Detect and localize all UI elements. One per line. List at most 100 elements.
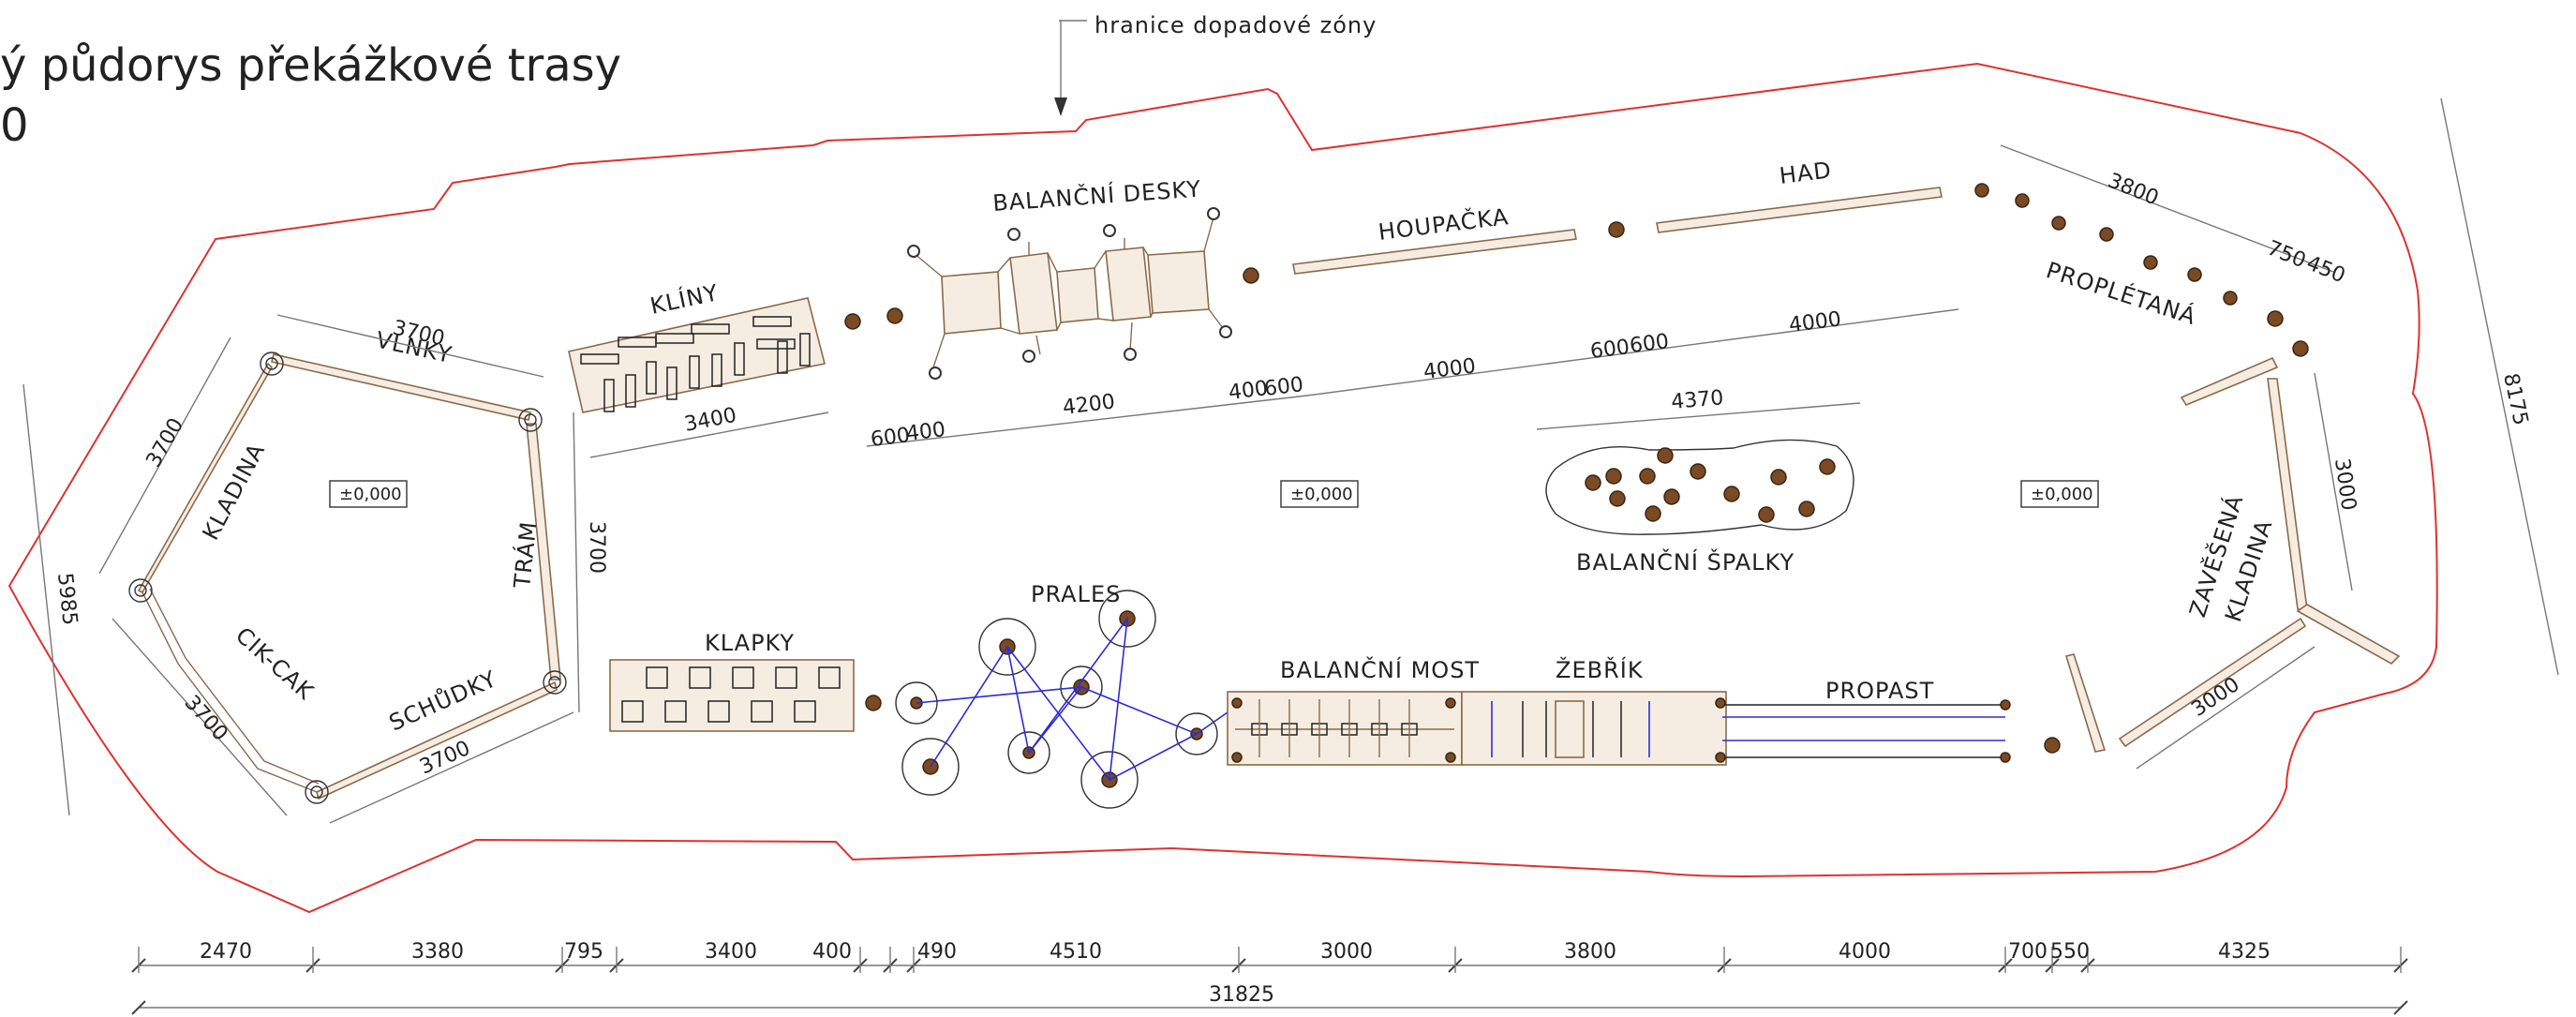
pentagon-corner-posts: [128, 351, 567, 804]
post: [1608, 221, 1625, 238]
chain-dimension-label: 490: [917, 940, 957, 964]
propast-station: [1715, 697, 2011, 763]
elevation-box-1: [329, 480, 408, 508]
dim-line-desky: [866, 395, 1308, 447]
dim-kliny: 3400: [682, 404, 738, 437]
dim-b600: 600: [1263, 373, 1305, 401]
dim-line-cikcak: [112, 618, 288, 816]
chain-dimension-label: 2470: [200, 940, 252, 964]
schudky-beam: [316, 680, 558, 800]
elevation-2: ±0,000: [1290, 485, 1353, 504]
dim-line-kliny: [589, 411, 829, 458]
balancni-most-station: [1227, 691, 1463, 766]
chain-dimension-label: 3380: [411, 940, 464, 964]
dim-line-propletana: [2000, 144, 2334, 273]
label-schudky: SCHŮDKY: [384, 664, 500, 736]
label-prales: PRALES: [1031, 581, 1121, 607]
label-kladina: KLADINA: [198, 439, 271, 545]
label-balancni-desky: BALANČNÍ DESKY: [991, 174, 1202, 217]
elevation-box-2: [1280, 480, 1359, 508]
dim-line-kladina: [98, 337, 231, 575]
chain-dimension-label: 550: [2050, 940, 2090, 964]
elevation-1: ±0,000: [339, 485, 402, 504]
spalky-area: [1545, 439, 1854, 535]
chain-dimension-label: 4325: [2218, 940, 2271, 964]
dim-d750: 750: [2264, 236, 2309, 273]
dim-b400: 400: [1228, 377, 1270, 405]
dim-d450: 450: [2303, 251, 2348, 288]
klapky-station: [609, 659, 855, 732]
had-beam: [1656, 187, 1943, 233]
dim-d600: 600: [1629, 330, 1671, 358]
bottom-dimension-chain: 2470 3380 795 3400 400 490 4510 3000 3800 4000 700…: [131, 940, 2408, 973]
chain-dimension-label: 4510: [1050, 940, 1102, 964]
total-dimension: 31825: [1209, 983, 1274, 1007]
dim-line-schudky: [329, 711, 574, 824]
dim-c600: 600: [1589, 336, 1631, 364]
label-houpacka: HOUPAČKA: [1377, 202, 1511, 246]
dim-line-tram: [573, 411, 580, 713]
dim-had4000: 4000: [1788, 307, 1843, 337]
dim-a600: 600: [870, 424, 912, 452]
zavesena-beam-4: [2064, 653, 2107, 753]
houpacka-beam: [1292, 229, 1577, 275]
post: [1243, 267, 1259, 284]
chain-dimension-label: 4000: [1839, 940, 1891, 964]
dim-line-vlnky: [276, 314, 544, 378]
spalky-posts: [1585, 447, 1836, 523]
chain-dimension-label: 400: [812, 940, 852, 964]
label-balancni-spalky: BALANČNÍ ŠPALKY: [1576, 547, 1794, 576]
post: [865, 695, 882, 711]
zavesena-beam-1: [2180, 356, 2279, 406]
dim-line-zav-v: [2314, 372, 2353, 591]
dim-line-spalky: [1536, 402, 1861, 430]
total-tick-right: [2393, 1000, 2408, 1015]
label-had: HAD: [1778, 157, 1833, 189]
plan-title-line2: 0: [0, 99, 29, 152]
prales-station: [895, 590, 1238, 809]
impact-zone-boundary: [7, 62, 2438, 914]
label-propletana: PROPLÉTANÁ: [2043, 256, 2199, 330]
dim-kladina: 3700: [142, 414, 189, 471]
chain-dimension-label: 700: [2008, 940, 2047, 964]
label-tram: TRÁM: [508, 519, 542, 590]
dim-a4200: 4200: [1062, 390, 1117, 420]
boundary-leader-arrow: [1054, 97, 1067, 116]
dim-line-left: [22, 383, 70, 816]
label-kliny: KLÍNY: [648, 278, 721, 320]
vlnky-beam: [271, 353, 531, 421]
post: [2044, 737, 2061, 754]
zavesena-beam-3: [2296, 604, 2401, 665]
zavesena-beam-5: [2118, 617, 2307, 748]
total-tick-left: [131, 1000, 146, 1015]
dim-zav-v: 3000: [2330, 456, 2360, 512]
balancni-desky-station: [907, 207, 1232, 380]
label-klapky: KLAPKY: [705, 630, 795, 656]
dim-right: 8175: [2498, 371, 2532, 427]
dim-line-right: [2440, 97, 2559, 676]
dim-tram: 3700: [585, 521, 608, 574]
dim-a400: 400: [905, 418, 947, 446]
zebrik-station: [1461, 691, 1727, 766]
dim-propletana: 3800: [2105, 169, 2162, 210]
dim-left: 5985: [52, 572, 82, 626]
label-zebrik: ŽEBŘÍK: [1556, 656, 1644, 683]
boundary-label: hranice dopadové zóny: [1094, 12, 1377, 38]
kladina-beam: [137, 362, 273, 594]
chain-dimension-label: 3000: [1320, 940, 1373, 964]
tram-beam: [526, 423, 561, 680]
chain-dimension-label: 795: [564, 940, 603, 964]
plan-title-line1: ý půdorys překážkové trasy: [0, 39, 621, 92]
cik-cak-beam-outer: [141, 591, 318, 793]
dim-line-zav: [2136, 646, 2315, 770]
elevation-3: ±0,000: [2031, 485, 2093, 504]
cik-cak-beam-inner: [149, 588, 320, 785]
kliny-station: [568, 297, 826, 413]
chain-dimension-label: 3800: [1564, 940, 1616, 964]
elevation-box-3: [2020, 480, 2099, 508]
chain-dimension-label: 3400: [705, 940, 757, 964]
dim-line-houpacka: [1306, 308, 1959, 396]
label-propast: PROPAST: [1825, 678, 1934, 704]
label-cik-cak: CIK-CAK: [231, 622, 319, 706]
